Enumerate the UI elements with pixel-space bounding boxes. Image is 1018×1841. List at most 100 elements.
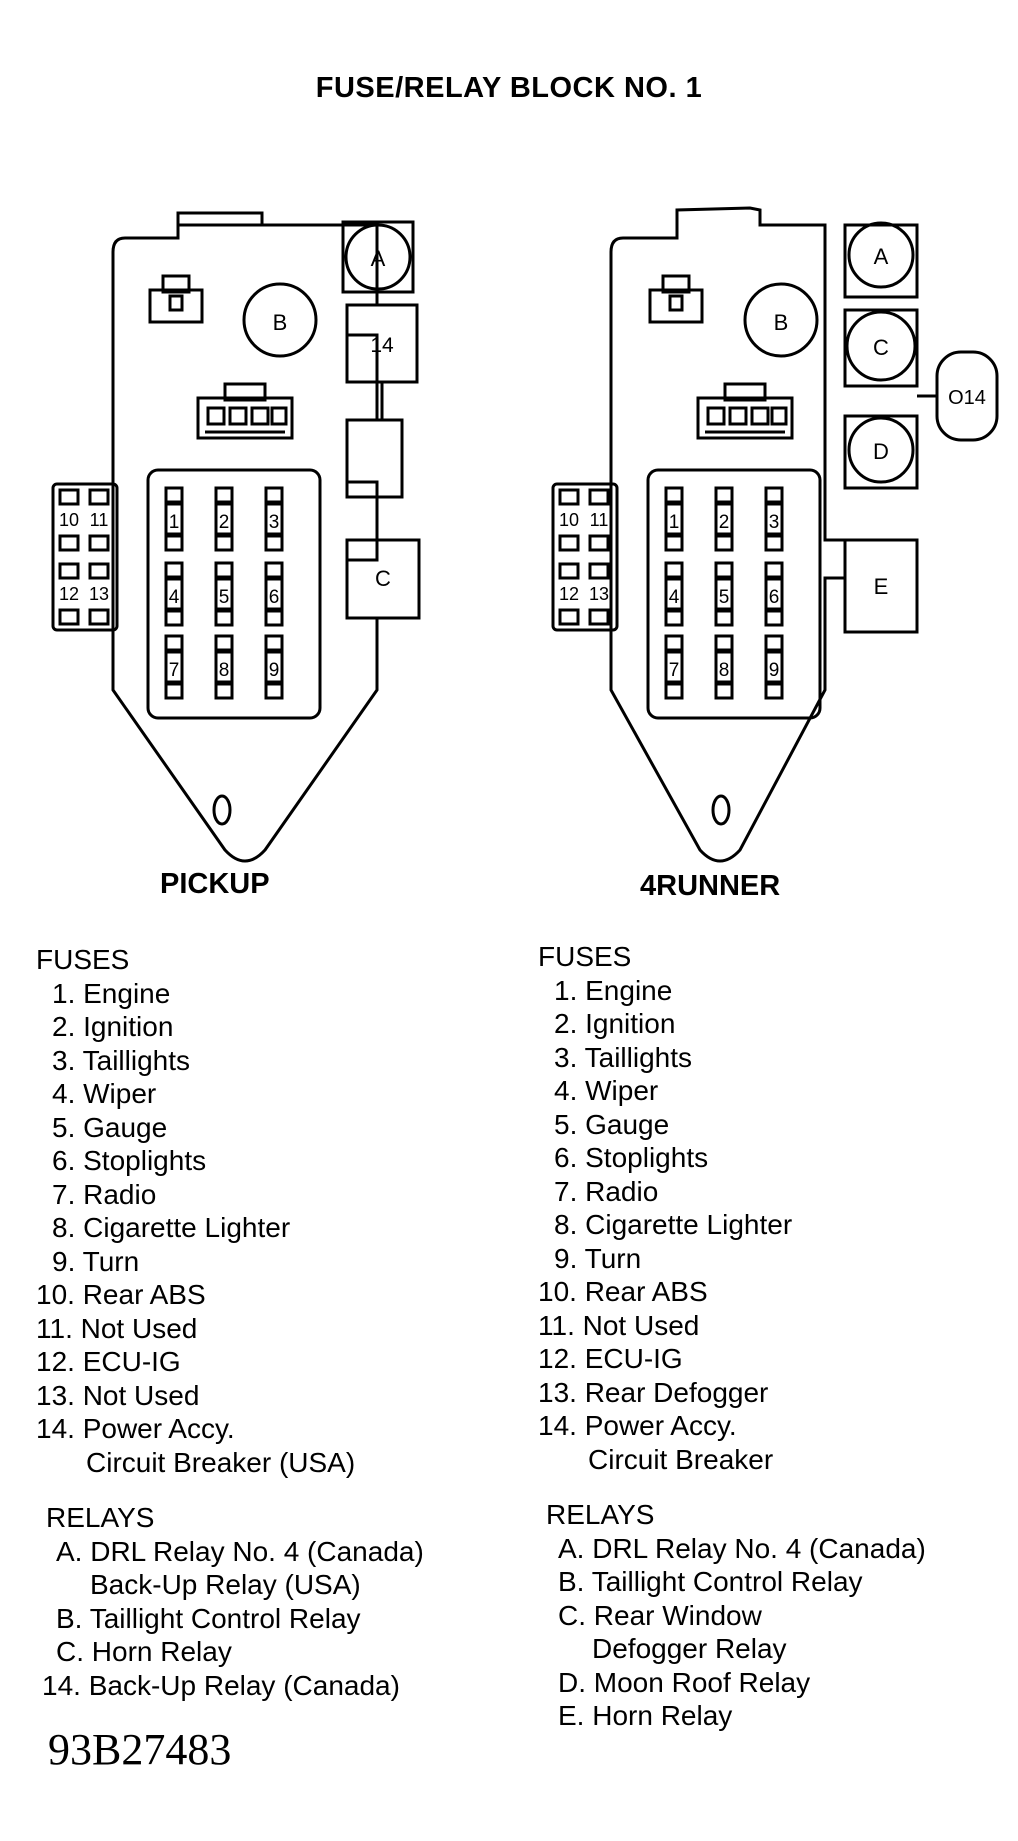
runner-side-fuse-11: 11 (588, 488, 610, 552)
runner-fuse-item: 2. Ignition (554, 1008, 676, 1039)
runner-side-fuse-label: 10 (559, 510, 579, 530)
runner-fuse-3: 3 (764, 486, 784, 552)
runner-fuse-label: 5 (719, 587, 730, 608)
runner-side-fuse-label: 11 (590, 510, 609, 530)
pickup-relay-c-label: C (375, 566, 391, 591)
pickup-fuse-label: 3 (269, 512, 280, 533)
runner-side-fuse-label: 12 (559, 584, 579, 604)
runner-fuse-6: 6 (764, 561, 784, 627)
runner-fuse-item: 11. Not Used (538, 1309, 700, 1341)
pickup-relay-item: 14. Back-Up Relay (Canada) (42, 1669, 400, 1701)
runner-block-outline (609, 206, 847, 863)
pickup-side-fuse-label: 13 (89, 584, 109, 604)
pickup-fuse-3: 3 (264, 486, 284, 552)
pickup-fuse-item: 14. Power Accy. (36, 1413, 235, 1444)
runner-side-fuse-10: 10 (558, 488, 580, 552)
pickup-fuse-7: 7 (164, 634, 184, 700)
runner-relay-b-label: B (774, 310, 789, 335)
pickup-side-fuse-grid: 10 11 12 13 (58, 488, 110, 626)
pickup-relays-heading: RELAYS (46, 1502, 155, 1533)
pickup-relay-a-box (341, 220, 415, 294)
runner-fuse-item: 8. Cigarette Lighter (554, 1209, 793, 1240)
runner-fuse-7: 7 (664, 634, 684, 700)
pickup-relay-item: Back-Up Relay (USA) (90, 1569, 361, 1600)
runner-fuse-grid: 1 2 3 4 5 6 7 8 9 (664, 486, 784, 700)
pickup-relay-c (345, 538, 421, 620)
runner-relay-d-box (843, 414, 919, 490)
runner-fuse-label: 2 (719, 512, 730, 533)
runner-fuse-2: 2 (714, 486, 734, 552)
runner-fuse-label: 1 (669, 512, 680, 533)
pickup-fuse-label: 8 (219, 660, 230, 681)
runner-fuse-item: 3. Taillights (554, 1041, 693, 1073)
pickup-side-fuse-label: 11 (90, 510, 109, 530)
runner-fuse-item: 10. Rear ABS (538, 1276, 708, 1307)
runner-relay-e (843, 538, 919, 634)
pickup-fuse-item: 8. Cigarette Lighter (52, 1212, 291, 1243)
runner-relay-c-box (843, 308, 919, 388)
runner-fuse-1: 1 (664, 486, 684, 552)
runner-fuse-item: 12. ECU-IG (538, 1343, 683, 1374)
pickup-side-fuse-label: 12 (59, 584, 79, 604)
pickup-fuse-label: 9 (269, 660, 280, 681)
runner-fuse-label: 7 (669, 660, 680, 681)
pickup-fuse-9: 9 (264, 634, 284, 700)
runner-relay-a-box (843, 223, 919, 299)
pickup-side-fuse-11: 11 (88, 488, 110, 552)
pickup-relay-item: B. Taillight Control Relay (56, 1602, 361, 1634)
runner-fuse-label: 9 (769, 660, 780, 681)
runner-connector-small (648, 274, 704, 324)
pickup-block-outline (111, 211, 379, 863)
runner-relay-a-label: A (874, 244, 889, 269)
diagram-title: FUSE/RELAY BLOCK NO. 1 (315, 72, 703, 104)
runner-fuse-item: Circuit Breaker (588, 1443, 774, 1475)
runner-fuse-item: 1. Engine (554, 974, 673, 1006)
runner-relay-d (847, 416, 915, 484)
runner-relay-c (845, 310, 917, 382)
pickup-side-fuse-label: 10 (59, 510, 79, 530)
runner-label: 4RUNNER (640, 870, 781, 902)
runner-relay-c-label: C (873, 335, 889, 360)
runner-fuse-label: 6 (769, 587, 780, 608)
pickup-fuse-label: 2 (219, 512, 230, 533)
pickup-fuse-label: 6 (269, 587, 280, 608)
pickup-fuse-item: 4. Wiper (52, 1078, 157, 1109)
pickup-fuse-item: 7. Radio (52, 1178, 157, 1210)
runner-mount-hole (711, 794, 731, 826)
pickup-fuse-item: 12. ECU-IG (36, 1346, 181, 1377)
pickup-relay-item: C. Horn Relay (56, 1636, 232, 1667)
pickup-side-fuse-12: 12 (58, 562, 80, 626)
pickup-relay-a-label: A (371, 246, 386, 271)
pickup-side-fuse-10: 10 (58, 488, 80, 552)
runner-fuse-5: 5 (714, 561, 734, 627)
runner-relays-heading: RELAYS (546, 1499, 655, 1530)
pickup-fuse-item: Circuit Breaker (USA) (86, 1446, 356, 1478)
pickup-fuse-item: 13. Not Used (36, 1379, 200, 1411)
runner-connector-large (696, 382, 794, 440)
runner-fuses-heading: FUSES (538, 941, 632, 972)
runner-fuse-label: 4 (669, 587, 680, 608)
pickup-fuse-item: 1. Engine (52, 977, 171, 1009)
runner-side-fuse-13: 13 (588, 562, 610, 626)
runner-fuse-8: 8 (714, 634, 734, 700)
pickup-mount-hole (212, 794, 232, 826)
pickup-fuse-label: 7 (169, 660, 180, 681)
runner-fuse-item: 4. Wiper (554, 1075, 659, 1106)
runner-relay-item: E. Horn Relay (558, 1700, 733, 1731)
pickup-fuse-6: 6 (264, 561, 284, 627)
pickup-connector-small (148, 274, 204, 324)
runner-relay-list: A. DRL Relay No. 4 (Canada)B. Taillight … (538, 1532, 926, 1733)
runner-relay-b (743, 282, 819, 358)
pickup-fuse-4: 4 (164, 561, 184, 627)
runner-relay-item: D. Moon Roof Relay (558, 1666, 811, 1698)
runner-fuse-item: 13. Rear Defogger (538, 1376, 769, 1408)
pickup-fuse-item: 5. Gauge (52, 1111, 168, 1143)
runner-relay-item: B. Taillight Control Relay (558, 1566, 863, 1597)
pickup-fuse-item: 9. Turn (52, 1245, 140, 1277)
runner-relay-item: A. DRL Relay No. 4 (Canada) (558, 1532, 926, 1564)
